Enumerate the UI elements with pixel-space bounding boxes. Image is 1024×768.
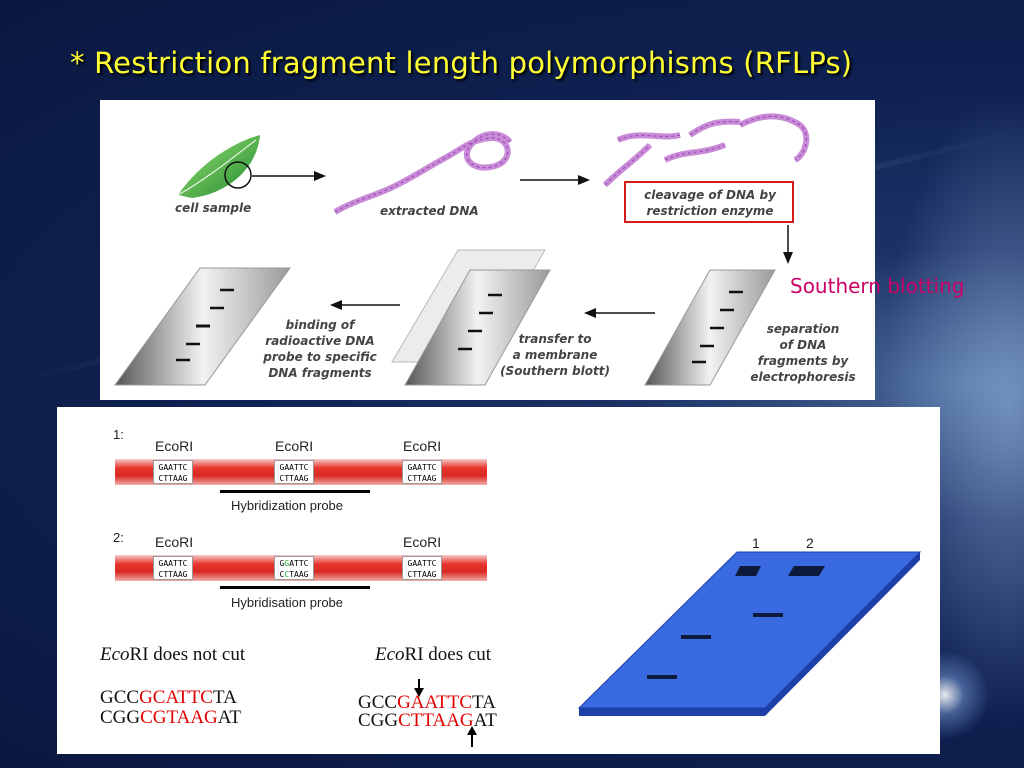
- cut-arrows: [414, 679, 424, 697]
- workflow-panel: cell sample extracted DNA cleavage of DN…: [100, 100, 875, 400]
- leaf-icon: [177, 135, 260, 198]
- blot-band: [788, 566, 825, 576]
- hybridisation-probe-label: Hybridisation probe: [231, 595, 344, 610]
- slide-title: * Restriction fragment length polymorphi…: [70, 46, 853, 80]
- arrow-right-icon: [578, 175, 590, 185]
- cleavage-label-1: cleavage of DNA by: [644, 188, 776, 202]
- separation-label-2: of DNA: [779, 338, 827, 352]
- cut-heading: EcoRI does cut: [375, 644, 492, 665]
- blot-band: [647, 675, 677, 679]
- workflow-graphic: [114, 113, 810, 386]
- no-cut-heading: EcoRI does not cut: [100, 644, 246, 665]
- binding-label-2: radioactive DNA: [265, 334, 375, 348]
- gel-probe-binding: [114, 267, 291, 386]
- membrane-front-edge: [579, 708, 765, 716]
- arrow-left-icon: [330, 300, 342, 310]
- ecori-label: EcoRI: [403, 438, 442, 454]
- blot-band: [681, 635, 711, 639]
- ecori-label: EcoRI: [155, 534, 194, 550]
- blot-band: [735, 566, 761, 576]
- binding-label-4: DNA fragments: [268, 366, 372, 380]
- cleavage-label-2: restriction enzyme: [646, 204, 774, 218]
- cell-sample-label: cell sample: [175, 201, 252, 215]
- ecori-label: EcoRI: [403, 534, 442, 550]
- blot-membrane: [577, 551, 922, 716]
- ecori-label: EcoRI: [275, 438, 314, 454]
- separation-label-4: electrophoresis: [750, 370, 856, 384]
- blot-band: [753, 613, 783, 617]
- extracted-dna-label: extracted DNA: [380, 204, 479, 218]
- dna-fragments-stripes: [604, 115, 807, 186]
- arrow-right-icon: [314, 171, 326, 181]
- ecori-label: EcoRI: [155, 438, 194, 454]
- no-cut-top-strand: GCCGCATTCTA: [100, 687, 237, 708]
- hybridization-probe-bar: [220, 490, 370, 493]
- cut-top-strand: GCCGAATTCTA: [358, 692, 496, 713]
- binding-label-3: probe to specific: [263, 350, 377, 364]
- gel-transfer: [391, 249, 551, 386]
- hybridisation-probe-bar: [220, 586, 370, 589]
- binding-label-1: binding of: [285, 318, 355, 332]
- arrow-down-icon: [783, 252, 793, 264]
- lane-2-label: 2: [806, 535, 814, 551]
- separation-label-3: fragments by: [757, 354, 849, 368]
- separation-label-1: separation: [766, 322, 840, 336]
- membrane-edge: [765, 552, 920, 716]
- cleavage-highlight-box: [624, 181, 794, 223]
- arrow-left-icon: [584, 308, 596, 318]
- transfer-label-2: a membrane: [512, 348, 598, 362]
- transfer-label-3: (Southern blott): [500, 364, 610, 378]
- no-cut-bottom-strand: CGGCGTAAGAT: [100, 707, 242, 728]
- allele-1-number: 1:: [113, 427, 124, 442]
- cut-bottom-strand: CGGCTTAAGAT: [358, 710, 497, 731]
- mutated-site: GGATTC CCTAAG: [274, 556, 314, 580]
- cut-arrow-up-icon: [467, 726, 477, 747]
- southern-blotting-label: Southern blotting: [790, 274, 965, 298]
- gel-electrophoresis: [644, 269, 776, 386]
- transfer-label-1: transfer to: [518, 332, 592, 346]
- hybridization-probe-label: Hybridization probe: [231, 498, 344, 513]
- allele-2-number: 2:: [113, 530, 124, 545]
- lane-1-label: 1: [752, 535, 760, 551]
- dna-coil-icon: [333, 131, 513, 215]
